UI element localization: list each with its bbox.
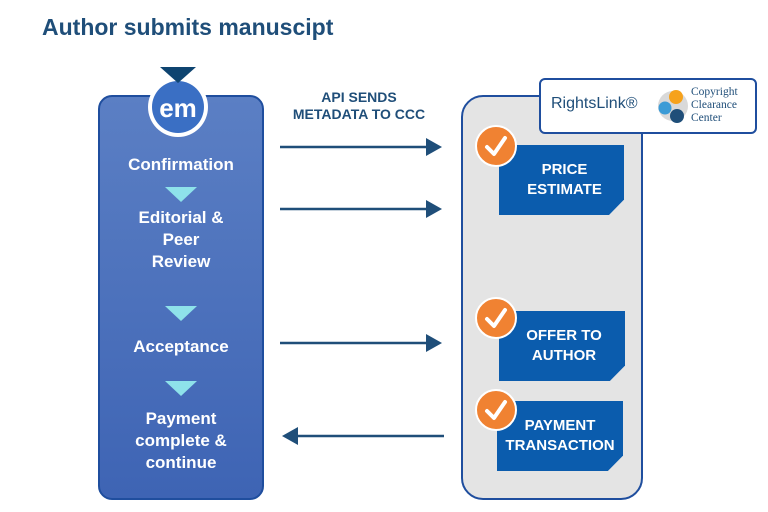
- step-acceptance: Acceptance: [133, 337, 229, 356]
- down-triangle-icon: [165, 306, 197, 321]
- down-triangle-icon: [165, 381, 197, 396]
- ccc-line: Copyright: [691, 86, 738, 98]
- ccc-logo-icon: [658, 90, 688, 123]
- card-label: PAYMENT TRANSACTION: [505, 417, 615, 454]
- ccc-line: Center: [691, 112, 722, 124]
- rightslink-brand: RightsLink®: [551, 95, 638, 112]
- em-logo-icon: em: [148, 67, 208, 137]
- step-payment-complete: Payment complete & continue: [135, 409, 227, 472]
- diagram-title: Author submits manuscipt: [42, 14, 334, 40]
- rightslink-logo-box: RightsLink® Copyright Clearance Center: [539, 78, 757, 134]
- arrow-right-icon: [280, 138, 442, 156]
- card-label: PRICE ESTIMATE: [527, 161, 602, 198]
- step-confirmation: Confirmation: [128, 155, 234, 174]
- em-logo-text: em: [159, 93, 197, 123]
- api-label: API SENDS METADATA TO CCC: [292, 89, 426, 122]
- checkmark-icon: [475, 389, 517, 431]
- card-payment-transaction: PAYMENT TRANSACTION: [497, 401, 623, 471]
- card-offer-to-author: OFFER TO AUTHOR: [499, 311, 625, 381]
- ccc-name: Copyright Clearance Center: [691, 86, 738, 125]
- arrow-right-icon: [280, 200, 442, 218]
- ccc-line: Clearance: [691, 99, 737, 111]
- card-label: OFFER TO AUTHOR: [526, 327, 602, 364]
- checkmark-icon: [475, 125, 517, 167]
- editorial-workflow-panel: [98, 95, 264, 500]
- checkmark-icon: [475, 297, 517, 339]
- arrow-right-icon: [280, 334, 442, 352]
- card-price-estimate: PRICE ESTIMATE: [499, 145, 624, 215]
- down-triangle-icon: [165, 187, 197, 202]
- step-editorial-peer-review: Editorial & Peer Review: [138, 208, 224, 271]
- arrow-left-icon: [282, 427, 444, 445]
